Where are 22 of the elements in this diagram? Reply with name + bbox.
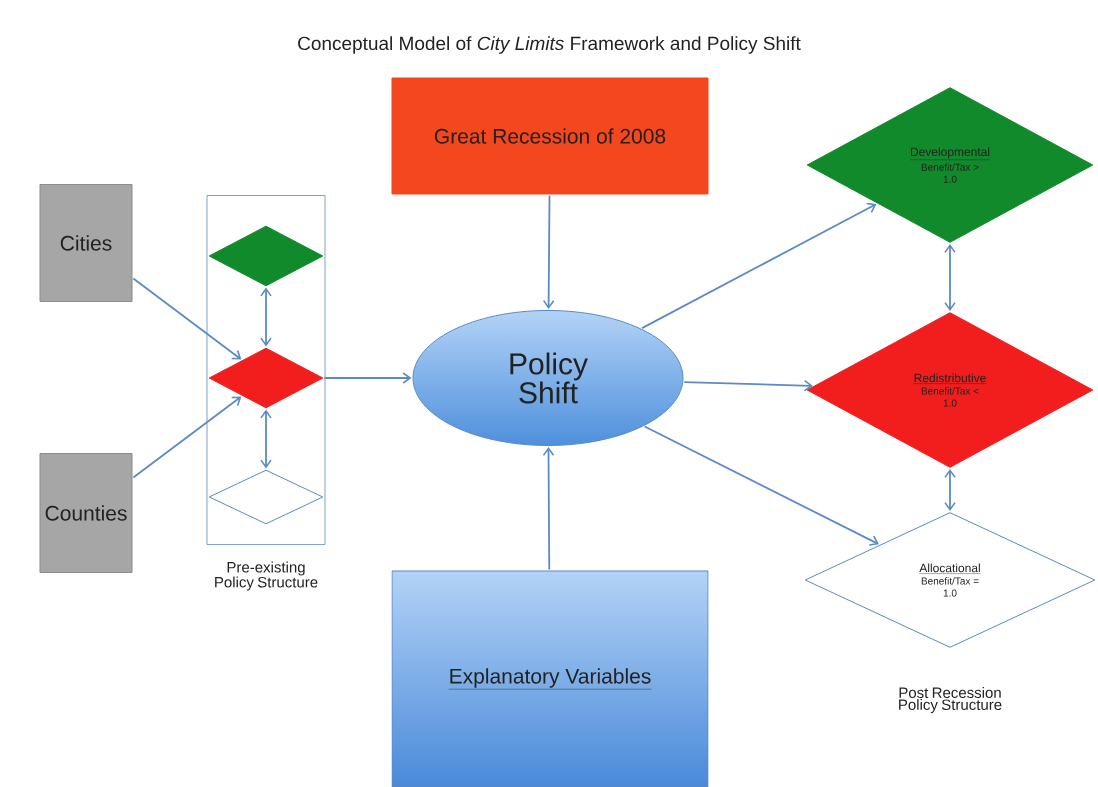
arrow	[260, 409, 272, 469]
arrow	[944, 469, 956, 511]
arrow	[542, 447, 555, 571]
arrow	[323, 372, 412, 384]
arrow	[542, 194, 555, 309]
arrow	[683, 379, 813, 392]
arrow	[643, 425, 879, 546]
factor-box: Explanatory Variables	[391, 570, 709, 787]
diamond-shape	[208, 347, 324, 409]
event-box: Great Recession of 2008	[391, 77, 709, 195]
group-caption: Pre-existing Policy Structure	[215, 561, 318, 591]
arrow	[260, 287, 272, 347]
diamond-shape	[208, 469, 324, 525]
category-box: Counties	[39, 453, 133, 573]
section-caption: Post Recession Policy Structure	[899, 687, 1002, 713]
diamond-shape	[208, 225, 324, 287]
title: Conceptual Model of City Limits Framework and Policy Shift	[298, 36, 801, 54]
arrow	[132, 277, 242, 360]
arrow	[944, 244, 956, 311]
arrow	[132, 396, 242, 479]
arrow	[641, 202, 877, 330]
category-box: Cities	[39, 184, 133, 302]
